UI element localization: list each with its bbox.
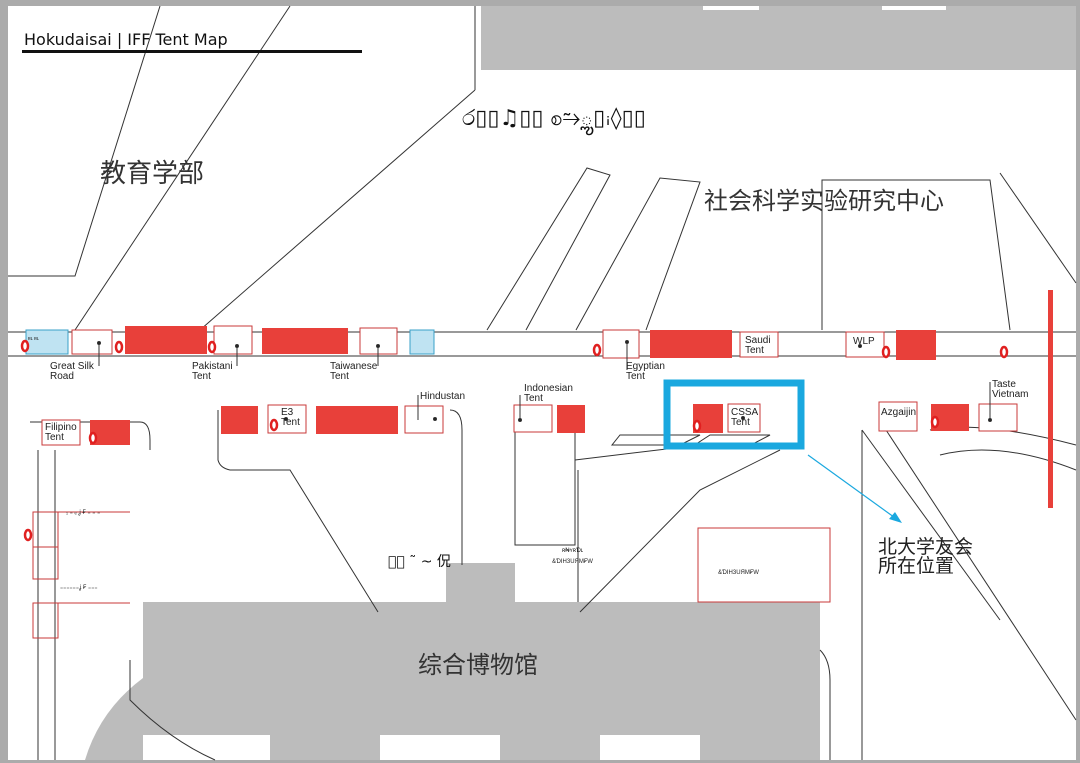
building-education-label: 教育学部: [100, 159, 204, 189]
museum-left-curve: [85, 678, 143, 760]
cssa-annotation: 北大学友会所在位置: [878, 536, 973, 577]
red-vertical-bar: [1048, 290, 1053, 508]
small-mark-mid-b: &ƊIH3UЯM₣W: [552, 559, 593, 565]
lower-tent-row: [41, 401, 1018, 446]
tent-great-silk-road: [71, 329, 113, 355]
tent-red-2: [262, 328, 348, 354]
label-leaders: [97, 340, 992, 422]
tent-egyptian: [602, 329, 640, 359]
label-line: Road: [50, 371, 74, 382]
building-top-right: [481, 6, 1076, 70]
small-mark-right: &ƊIH3UЯM₣W: [718, 570, 759, 576]
garbled-mid-text: ⥲ౢ ˜ ~ 㑆: [388, 554, 451, 570]
label-line: Tent: [524, 393, 543, 404]
title-underline: [22, 50, 362, 53]
label-line: Saudi: [745, 335, 771, 346]
label-line: Tent: [626, 371, 645, 382]
red-marker-icon: [20, 339, 1009, 542]
label-hindustan: Hindustan: [420, 391, 465, 402]
label-line: Tent: [281, 417, 300, 428]
building-museum-label: 综合博物馆: [418, 651, 538, 679]
left-side-boxes: [32, 511, 130, 639]
label-line: Indonesian: [524, 383, 573, 394]
label-line: Pakistani: [192, 361, 233, 372]
tent-red-4: [896, 330, 936, 360]
tent-blue-right: [409, 329, 435, 355]
tent-red-1: [125, 326, 207, 354]
upper-tent-row: [25, 325, 936, 360]
tent-pakistani: [213, 325, 253, 355]
label-line: Great Silk: [50, 361, 95, 372]
tent-red-3: [650, 330, 732, 358]
tent-wlp: [845, 331, 885, 358]
tent-blue-left: [25, 329, 69, 355]
map-title: Hokudaisai | IFF Tent Map: [24, 30, 228, 49]
label-azgaijin: Azgaijin: [881, 407, 916, 418]
label-line: Tent: [330, 371, 349, 382]
label-line: Taste: [992, 379, 1016, 390]
label-line: Egyptian: [626, 361, 665, 372]
label-line: Filipino: [45, 422, 77, 433]
building-top-right-notch2: [882, 6, 946, 10]
label-line: Tent: [731, 417, 750, 428]
tent-red-5: [221, 406, 258, 434]
small-mark-left-b: ₌₌₌₌₌₌ʝ ₣ ₌₌₌: [60, 585, 98, 591]
label-line: Tent: [192, 371, 211, 382]
label-line: 所在位置: [878, 555, 954, 577]
tent-taiwanese: [359, 327, 398, 355]
tent-hindustan: [404, 405, 444, 434]
tent-red-7: [557, 405, 585, 433]
tent-red-6: [316, 406, 398, 434]
label-line: 北大学友会: [878, 536, 973, 558]
building-social-science-label: 社会科学实验研究中心: [704, 187, 944, 215]
tent-azgaijin: [878, 401, 918, 432]
small-mark-left-tent: ʀʟ ʀʟ: [28, 336, 39, 342]
tent-taste-vietnam: [978, 403, 1018, 432]
label-line: Vietnam: [992, 389, 1029, 400]
arrow-head: [889, 512, 902, 523]
label-line: Tent: [745, 345, 764, 356]
small-mark-mid-a: ʀ₦ʏʀƊʟ: [562, 548, 584, 554]
label-line: Tent: [45, 432, 64, 443]
right-red-box: [697, 527, 831, 603]
label-line: E3: [281, 407, 294, 418]
label-line: Taiwanese: [330, 361, 378, 372]
label-wlp: WLP: [853, 336, 875, 347]
building-top-right-notch1: [703, 6, 759, 10]
tent-filipino: [41, 419, 81, 446]
cssa-highlight: [663, 379, 805, 450]
small-mark-left-a: ₁ ₌ ₑ ʝ ₣ ₌ ₌ ₌: [66, 510, 100, 516]
arrow-icon: [807, 454, 899, 521]
tent-saudi: [739, 331, 779, 358]
label-line: CSSA: [731, 407, 759, 418]
building-museum: [143, 563, 820, 760]
